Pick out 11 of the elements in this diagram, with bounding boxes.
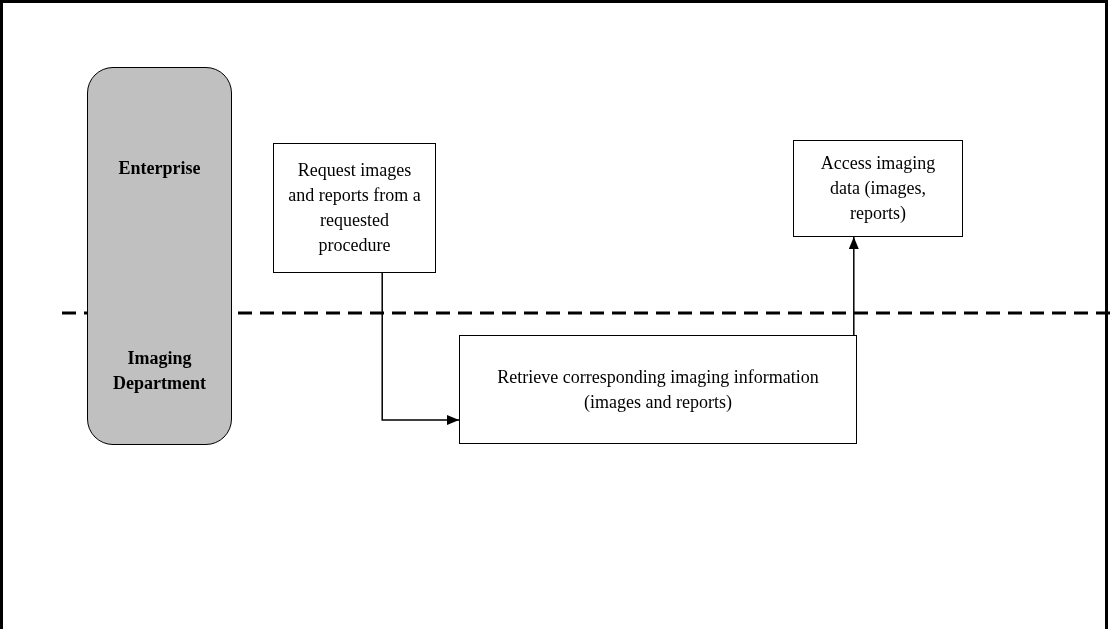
process-box — [459, 335, 857, 444]
process-box — [793, 140, 963, 237]
arrow — [381, 272, 460, 425]
swimlane-header — [87, 67, 232, 445]
arrow — [848, 236, 859, 336]
box-text: Request images and reports from a requested procedure — [287, 159, 422, 257]
box-text: Retrieve corresponding imaging information (images and reports) — [496, 365, 820, 414]
box-text: Access imaging data (images, reports) — [819, 152, 937, 225]
lane-label: Imaging Department — [112, 347, 207, 395]
process-box — [273, 143, 436, 273]
lane-label: Enterprise — [117, 157, 202, 180]
